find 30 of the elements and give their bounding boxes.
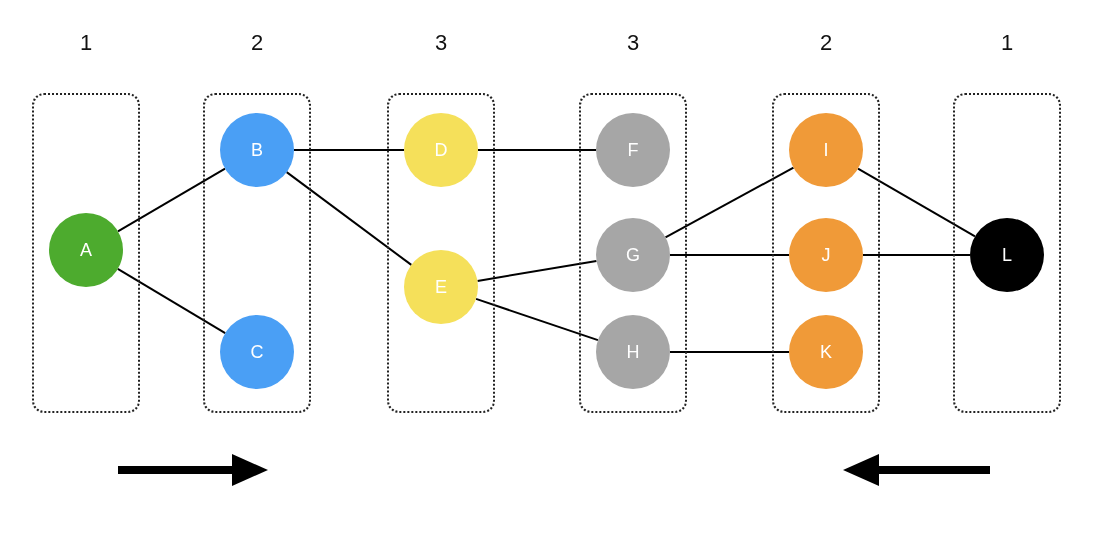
connector-line bbox=[669, 351, 790, 353]
connector-line bbox=[857, 167, 976, 238]
column-number: 1 bbox=[79, 30, 93, 56]
connector-line bbox=[664, 166, 795, 239]
circle-node: A bbox=[49, 213, 123, 287]
column-number: 3 bbox=[626, 30, 640, 56]
column-number: 3 bbox=[434, 30, 448, 56]
connector-line bbox=[475, 297, 599, 342]
column-number: 2 bbox=[819, 30, 833, 56]
circle-node: D bbox=[404, 113, 478, 187]
circle-node: J bbox=[789, 218, 863, 292]
connector-line bbox=[116, 267, 227, 335]
circle-node: C bbox=[220, 315, 294, 389]
connector-line bbox=[669, 254, 790, 256]
circle-node: I bbox=[789, 113, 863, 187]
circle-node: B bbox=[220, 113, 294, 187]
circle-node: G bbox=[596, 218, 670, 292]
column-number: 1 bbox=[1000, 30, 1014, 56]
connector-line bbox=[116, 167, 227, 233]
circle-node: K bbox=[789, 315, 863, 389]
circle-node: E bbox=[404, 250, 478, 324]
circle-node: F bbox=[596, 113, 670, 187]
connector-line bbox=[285, 171, 413, 266]
connector-line bbox=[293, 149, 405, 151]
circle-node: H bbox=[596, 315, 670, 389]
connector-line bbox=[862, 254, 971, 256]
connector-line bbox=[476, 260, 598, 282]
column-number: 2 bbox=[250, 30, 264, 56]
circle-node: L bbox=[970, 218, 1044, 292]
connector-line bbox=[477, 149, 597, 151]
